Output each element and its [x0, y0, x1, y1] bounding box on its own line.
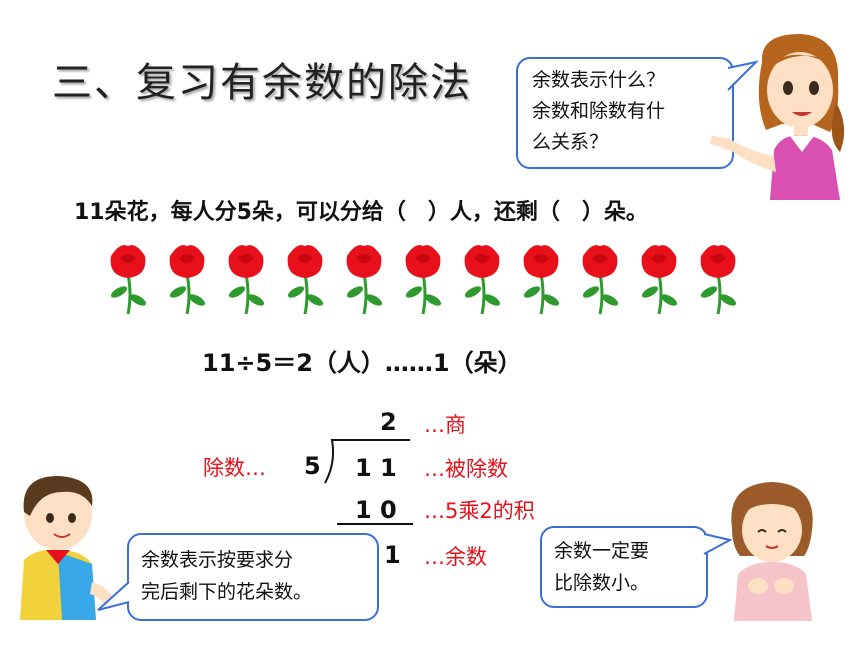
teacher-bubble-tail	[726, 60, 760, 91]
flower-icon	[464, 245, 501, 315]
girl-speech-bubble: 余数一定要 比除数小。	[540, 526, 708, 608]
flower-icon	[169, 245, 206, 315]
quotient-label: …商	[424, 413, 466, 437]
flower-row	[110, 245, 737, 315]
flower-icon	[405, 245, 442, 315]
boy-bubble-line-2: 完后剩下的花朵数。	[141, 581, 313, 603]
division-bracket	[324, 439, 410, 484]
flower-icon	[110, 245, 147, 315]
flower-icon	[228, 245, 265, 315]
problem-statement: 11朵花，每人分5朵，可以分给（ ）人，还剩（ ）朵。	[74, 200, 648, 225]
boy-bubble-line-1: 余数表示按要求分	[141, 549, 294, 571]
teacher-bubble-line-3: 么关系？	[532, 131, 609, 153]
remainder-digit: 1	[384, 541, 401, 569]
flower-icon	[641, 245, 678, 315]
teacher-speech-bubble: 余数表示什么？ 余数和除数有什 么关系？	[516, 57, 734, 169]
girl-bubble-line-1: 余数一定要	[554, 540, 650, 562]
teacher-illustration	[710, 34, 845, 200]
division-equation: 11÷5＝2（人）……1（朵）	[202, 349, 522, 377]
boy-speech-bubble: 余数表示按要求分 完后剩下的花朵数。	[127, 533, 379, 621]
quotient-digit: 2	[380, 408, 397, 436]
teacher-bubble-line-2: 余数和除数有什	[532, 100, 666, 122]
flower-icon	[700, 245, 737, 315]
divisor-label: 除数…	[203, 456, 266, 480]
dividend-label: …被除数	[424, 457, 508, 481]
divisor-digit: 5	[304, 452, 321, 480]
product-digits: 1 0	[355, 496, 397, 524]
subtraction-line	[337, 523, 413, 525]
boy-bubble-tail	[97, 581, 130, 611]
dividend-digits: 1 1	[355, 454, 397, 482]
girl-bubble-line-2: 比除数小。	[554, 572, 650, 594]
flower-icon	[523, 245, 560, 315]
flower-icon	[346, 245, 383, 315]
teacher-bubble-line-1: 余数表示什么？	[532, 69, 666, 91]
page-title: 三、复习有余数的除法	[52, 60, 472, 106]
remainder-label: …余数	[424, 545, 487, 569]
girl-bubble-tail	[702, 533, 732, 555]
girl-illustration	[731, 482, 813, 621]
product-label: …5乘2的积	[424, 499, 535, 523]
flower-icon	[582, 245, 619, 315]
flower-icon	[287, 245, 324, 315]
